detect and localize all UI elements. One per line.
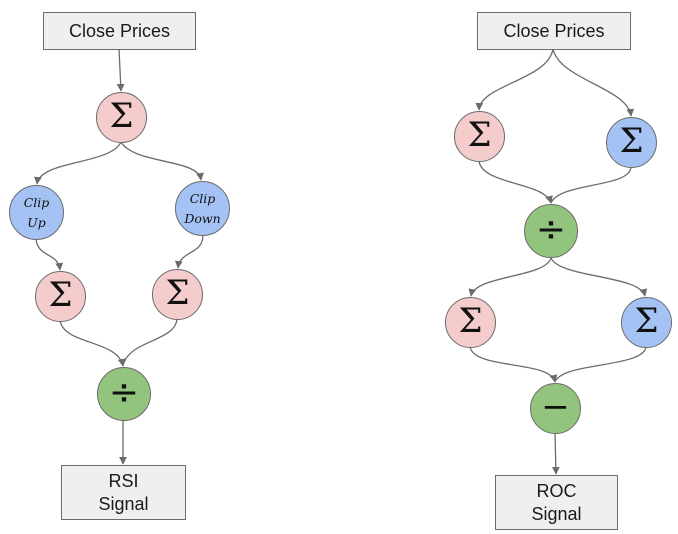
edge-close-to-sum-a-pink [475,48,554,111]
edge-divide-to-sum-b-blue [550,257,648,297]
roc-sum-b-blue-node: Σ [621,297,672,348]
divide-icon: ÷ [108,371,140,413]
edge-sumright-to-divide [122,318,178,367]
clip-up-line2: Up [27,214,46,230]
minus-icon: − [541,386,570,427]
roc-divide-node: ÷ [524,204,578,258]
clip-down-line2: Down [184,210,221,226]
rsi-clip-down-node: Clip Down [175,181,230,236]
rsi-sum-right-node: Σ [152,269,203,320]
edge-clipdown-to-sum [174,234,204,269]
edge-sum-b-blue-to-subtract [554,346,647,383]
rsi-close-prices-box: Close Prices [43,12,196,50]
rsi-clip-up-node: Clip Up [9,185,64,240]
edge-sum-to-clipdown [120,141,204,181]
sigma-icon: Σ [48,275,73,315]
sigma-icon: Σ [619,121,644,161]
divide-icon: ÷ [535,208,567,250]
sigma-icon: Σ [467,115,492,155]
edge-sum-b-pink-to-subtract [469,346,558,383]
roc-sum-a-pink-node: Σ [454,111,505,162]
rsi-signal-line2: Signal [98,493,149,514]
edge-subtract-to-roc [551,432,560,475]
edge-divide-to-sum-b-pink [468,257,552,297]
clip-down-line1: Clip [189,191,216,207]
rsi-close-prices-label: Close Prices [68,20,171,41]
rsi-signal-box: RSI Signal [61,465,186,520]
roc-sum-a-blue-node: Σ [606,117,657,168]
edge-close-to-sum [116,48,125,92]
edge-sum-to-clipup [34,141,122,185]
sigma-icon: Σ [165,273,190,313]
sigma-icon: Σ [458,301,483,341]
roc-close-prices-box: Close Prices [477,12,631,50]
clip-up-line1: Clip [23,195,50,211]
sigma-icon: Σ [109,96,134,136]
roc-signal-line1: ROC [536,481,577,501]
rsi-sum-top-node: Σ [96,92,147,143]
sigma-icon: Σ [634,301,659,341]
rsi-divide-node: ÷ [97,367,151,421]
roc-signal-box: ROC Signal [495,475,618,530]
roc-sum-b-pink-node: Σ [445,297,496,348]
roc-close-prices-label: Close Prices [503,20,605,41]
rsi-sum-left-node: Σ [35,271,86,322]
edge-sum-a-blue-to-divide [550,166,632,204]
roc-signal-line2: Signal [531,503,582,524]
edge-close-to-sum-a-blue [552,48,635,117]
roc-subtract-node: − [530,383,581,434]
edge-sumleft-to-divide [59,320,126,367]
rsi-signal-line1: RSI [108,471,139,491]
edge-clipup-to-sum [35,238,64,271]
edge-sum-a-pink-to-divide [478,160,553,204]
